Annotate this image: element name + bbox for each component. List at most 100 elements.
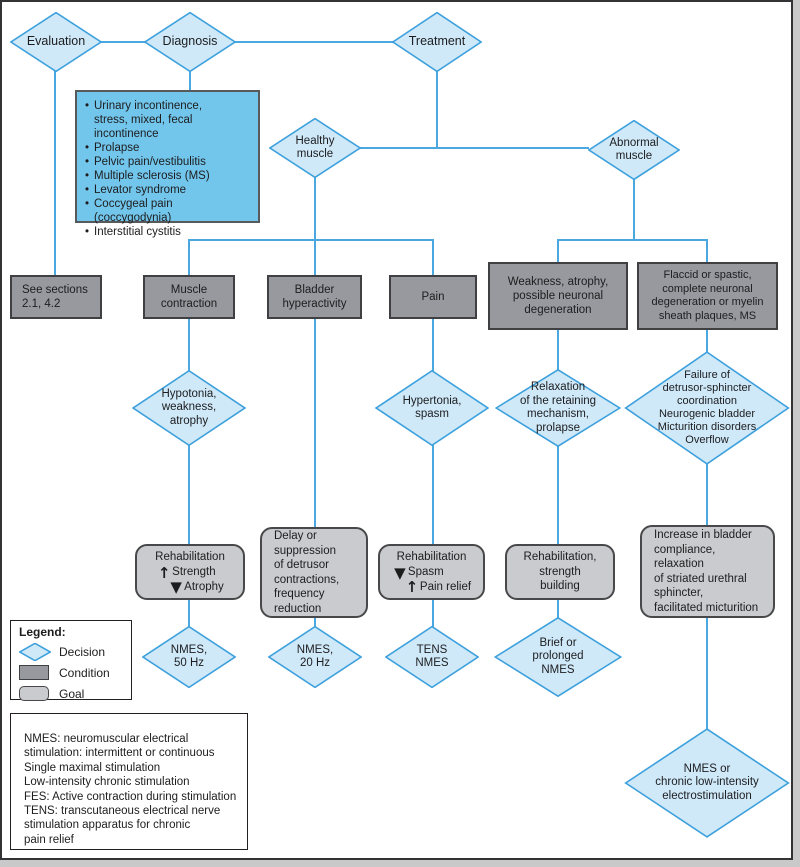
decision-relaxation: Relaxation of the retaining mechanism, p…	[495, 369, 621, 447]
connector	[706, 463, 708, 526]
goal-row: ▼Atrophy	[168, 578, 223, 596]
decision-tens-nmes: TENS NMES	[385, 626, 479, 688]
diamond-shape-icon	[268, 626, 362, 688]
connector	[432, 598, 434, 628]
bullet-icon: •	[85, 142, 90, 154]
decision-treatment: Treatment	[392, 12, 482, 72]
diamond-shape-icon	[624, 728, 790, 838]
diamond-shape-icon	[10, 12, 102, 72]
connector	[557, 239, 559, 263]
up-arrow-icon: ↑	[405, 578, 419, 596]
legend-box: Legend: Decision Condition Goal	[10, 620, 132, 701]
down-arrow-icon: ▼	[170, 578, 182, 596]
connector	[188, 239, 190, 276]
decision-label: Treatment	[408, 34, 466, 49]
abbreviations-footnote: NMES: neuromuscular electrical stimulati…	[10, 713, 248, 850]
connector	[432, 444, 434, 544]
connector	[706, 239, 708, 263]
bullet-icon: •	[85, 100, 90, 112]
connector	[360, 147, 589, 149]
connector	[314, 318, 316, 529]
goal-rows: ▼Spasm ↑Pain relief	[392, 565, 472, 596]
condition-weakness: Weakness, atrophy, possible neuronal deg…	[488, 262, 628, 330]
decision-label: Abnormal muscle	[609, 136, 659, 163]
diamond-shape-icon	[142, 626, 236, 688]
list-item: •Levator syndrome	[85, 184, 187, 196]
goal-box-icon	[19, 685, 51, 703]
list-item: •Multiple sclerosis (MS)	[85, 170, 210, 182]
condition-flaccid: Flaccid or spastic, complete neuronal de…	[637, 262, 778, 330]
diamond-shape-icon	[624, 351, 790, 465]
connector	[557, 446, 559, 544]
diamond-shape-icon	[132, 370, 246, 446]
connector	[188, 239, 434, 241]
goal-title: Rehabilitation	[396, 550, 467, 563]
decision-label: Evaluation	[26, 34, 86, 49]
decision-label: Relaxation of the retaining mechanism, p…	[519, 381, 597, 434]
up-arrow-icon: ↑	[157, 563, 171, 582]
diamond-shape-icon	[385, 626, 479, 688]
bullet-icon: •	[85, 184, 90, 196]
goal-row: ↑Pain relief	[405, 578, 472, 596]
connector	[235, 41, 394, 43]
connector	[314, 616, 316, 628]
diamond-shape-icon	[144, 12, 236, 72]
decision-label: Failure of detrusor-sphincter coordinati…	[657, 369, 757, 446]
down-arrow-icon: ▼	[394, 563, 406, 582]
goal-row: ▼Spasm	[392, 565, 444, 580]
decision-label: Hypotonia, weakness, atrophy	[161, 387, 217, 427]
list-item: •Coccygeal pain (coccygodynia)	[85, 198, 173, 224]
decision-diamond-icon	[19, 643, 51, 661]
legend-item-goal: Goal	[19, 683, 131, 704]
condition-pain: Pain	[389, 275, 477, 319]
connector	[557, 329, 559, 370]
legend-label: Decision	[59, 644, 106, 659]
decision-label: Diagnosis	[162, 34, 218, 49]
connector	[706, 616, 708, 729]
connector	[557, 598, 559, 618]
list-item: •Urinary incontinence, stress, mixed, fe…	[85, 100, 203, 140]
list-item: •Interstitial cystitis	[85, 226, 181, 238]
goal-rows: ↑Strength ▼Atrophy	[156, 563, 224, 596]
decision-hypotonia: Hypotonia, weakness, atrophy	[132, 370, 246, 446]
connector	[633, 179, 635, 240]
legend-item-decision: Decision	[19, 641, 131, 662]
goal-rehab-building: Rehabilitation, strength building	[505, 544, 615, 600]
goal-rehab-strength: Rehabilitation ↑Strength ▼Atrophy	[135, 544, 245, 600]
connector	[101, 41, 145, 43]
goal-increase-compliance: Increase in bladder compliance, relaxati…	[640, 525, 775, 618]
connector	[432, 239, 434, 276]
decision-label: TENS NMES	[415, 643, 449, 670]
goal-rehab-spasm: Rehabilitation ▼Spasm ↑Pain relief	[378, 544, 485, 600]
connector	[557, 239, 708, 241]
decision-label: Hypertonia, spasm	[402, 394, 462, 421]
legend-item-condition: Condition	[19, 662, 131, 683]
decision-failure: Failure of detrusor-sphincter coordinati…	[624, 351, 790, 465]
diamond-shape-icon	[375, 370, 489, 446]
diamond-shape-icon	[588, 120, 680, 180]
bullet-icon: •	[85, 198, 90, 210]
connector	[188, 318, 190, 372]
connector	[54, 71, 56, 276]
connector	[432, 318, 434, 372]
goal-delay-suppression: Delay or suppression of detrusor contrac…	[260, 527, 368, 618]
diamond-shape-icon	[494, 617, 622, 697]
connector	[436, 71, 438, 148]
legend-label: Condition	[59, 665, 110, 680]
condition-box-icon	[19, 664, 51, 682]
diamond-shape-icon	[495, 369, 621, 447]
condition-bladder-hyperactivity: Bladder hyperactivity	[267, 275, 362, 319]
legend-title: Legend:	[19, 625, 66, 639]
diamond-shape-icon	[392, 12, 482, 72]
condition-muscle-contraction: Muscle contraction	[143, 275, 235, 319]
bullet-icon: •	[85, 170, 90, 182]
list-item: •Pelvic pain/vestibulitis	[85, 156, 206, 168]
connector	[189, 71, 191, 91]
decision-healthy-muscle: Healthy muscle	[269, 118, 361, 178]
decision-evaluation: Evaluation	[10, 12, 102, 72]
decision-nmes-50hz: NMES, 50 Hz	[142, 626, 236, 688]
decision-label: Healthy muscle	[295, 134, 335, 161]
decision-diagnosis: Diagnosis	[144, 12, 236, 72]
decision-label: Brief or prolonged NMES	[532, 636, 584, 676]
